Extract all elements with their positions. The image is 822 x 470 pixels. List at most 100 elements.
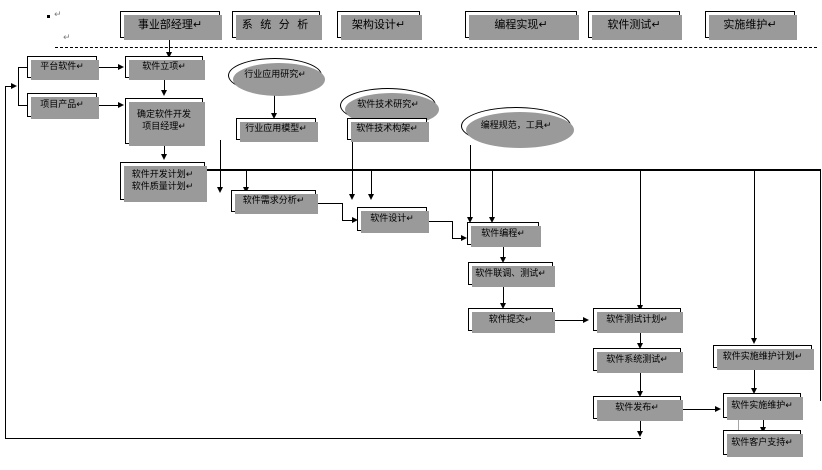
node-software-test-plan[interactable]: 软件测试计划↵ [593,308,683,333]
node-label-line1: 确定软件开发 [136,110,191,120]
node-label: 软件需求分析↵ [242,196,305,206]
ellipse-label: 软件技术研究↵ [357,100,419,110]
arrowhead-submit-to-test-plan [583,316,589,323]
connector-release-to-deploy-maintain [681,409,716,410]
connector-bus-right-riser [820,169,821,401]
arrowhead-requirements-to-design [352,216,358,223]
connector-release-to-feedback-rail [640,419,641,433]
node-platform-software[interactable]: 平台软件↵ [27,56,99,80]
arrowhead-deploy-plan-to-deploy-maintain [751,388,757,394]
connector-init-to-pm [164,78,165,91]
arrowhead-bus-to-coding [489,217,495,223]
connector-pm-to-plan [164,144,165,155]
arrowhead-coding-to-integration [500,257,506,263]
connector-requirements-to-design-h1 [316,203,342,204]
lane-header-label: 架构设计↵ [351,17,406,31]
arrowhead-feedback-in [11,83,17,89]
connector-platform-to-init [97,67,119,68]
node-label: 软件立项↵ [142,62,186,72]
node-integration-test[interactable]: 软件联调、测试↵ [468,262,555,287]
connector-system-test-to-release [640,371,641,393]
connector-plan-distribution-bus [203,169,821,171]
node-deployment-maintenance-plan[interactable]: 软件实施维护计划↵ [713,345,814,370]
node-label-line2: 软件质量计划↵ [131,182,194,192]
connector-test-plan-to-system-test [640,331,641,345]
connector-bus-to-coding [492,171,493,219]
node-software-design[interactable]: 软件设计↵ [357,207,429,233]
node-label: 软件联调、测试↵ [475,268,546,279]
ellipse-coding-standards-tools[interactable]: 编程规范，工具↵ [461,107,574,148]
node-requirements-analysis[interactable]: 软件需求分析↵ [231,190,318,214]
connector-feedback-stub [5,86,13,87]
connector-requirements-to-design-h2 [342,220,353,221]
connector-feedback-bracket [18,67,19,106]
node-label-line1: 软件开发计划↵ [131,170,194,180]
node-software-technology-architecture[interactable]: 软件技术构架↵ [347,118,429,142]
connector-bus-to-requirements [246,171,247,189]
lane-header-system-analysis[interactable]: 系 统 分 析 [232,11,322,40]
node-assign-project-manager[interactable]: 确定软件开发 项目经理↵ [125,98,205,146]
connector-deploy-maintain-grey-stub [738,418,739,432]
lane-header-software-testing[interactable]: 软件测试↵ [588,11,682,40]
node-label: 软件技术构架↵ [356,124,418,134]
connector-integration-to-submit [503,285,504,305]
lane-header-label: 事业部经理↵ [137,17,203,31]
connector-coding-to-integration [503,245,504,259]
connector-industry-research-to-model [274,93,275,115]
arrowhead-pm-to-plan [161,154,167,160]
lane-header-label: 实施维护↵ [723,17,777,31]
ellipse-industry-application-research[interactable]: 行业应用研究↵ [228,58,325,96]
pilcrow-mark-1: ↵ [54,10,62,20]
node-label-line2: 项目经理↵ [142,122,186,132]
connector-design-to-coding-v [452,221,453,238]
arrowhead-design-to-coding [461,234,467,241]
lane-header-label: 系 统 分 析 [241,17,311,31]
connector-architecture-to-design [352,140,353,196]
connector-requirements-to-design-v [342,203,343,220]
node-label: 软件系统测试↵ [606,354,668,365]
node-label: 平台软件↵ [40,62,84,72]
lane-header-programming[interactable]: 编程实现↵ [465,11,579,40]
node-industry-application-model[interactable]: 行业应用模型↵ [236,118,318,142]
lane-header-business-manager[interactable]: 事业部经理↵ [120,11,222,40]
node-customer-support[interactable]: 软件客户支持↵ [723,430,803,457]
connector-feedback-to-product [18,105,28,106]
connector-standards-to-coding [470,145,471,219]
connector-manager-to-init [169,38,170,54]
node-label: 软件发布↵ [615,402,659,413]
connector-deploy-plan-to-deploy-maintain [754,368,755,390]
lane-header-label: 软件测试↵ [607,17,661,31]
node-software-coding[interactable]: 软件编程↵ [467,222,541,247]
node-label: 项目产品↵ [40,100,84,110]
connector-feedback-to-platform [18,67,28,68]
bullet-mark [47,15,50,18]
arrowhead-industry-research-to-model [271,113,277,119]
arrowhead-standards-to-coding [467,217,473,223]
lane-header-architecture-design[interactable]: 架构设计↵ [337,11,422,40]
node-label: 软件测试计划↵ [606,314,668,325]
connector-feedback-bottom-rail [5,438,641,439]
connector-product-to-pm [97,105,119,106]
arrowhead-bus-to-design [368,194,374,200]
node-project-product[interactable]: 项目产品↵ [27,93,99,119]
node-software-project-initiation[interactable]: 软件立项↵ [125,56,205,80]
node-system-test[interactable]: 软件系统测试↵ [593,348,683,373]
connector-model-to-requirements [220,140,221,189]
connector-submit-to-test-plan [553,320,584,321]
node-software-submission[interactable]: 软件提交↵ [468,308,555,333]
arrowhead-system-test-to-release [637,391,643,397]
ellipse-label: 行业应用研究↵ [244,70,306,80]
lane-header-deployment-maintenance[interactable]: 实施维护↵ [705,11,797,40]
connector-bus-to-design [371,171,372,196]
node-label: 行业应用模型↵ [245,124,307,134]
node-deployment-maintenance[interactable]: 软件实施维护↵ [723,393,803,420]
node-label: 软件提交↵ [488,314,533,325]
ellipse-label: 编程规范，工具↵ [480,120,552,131]
node-development-and-quality-plan[interactable]: 软件开发计划↵ 软件质量计划↵ [120,162,207,202]
node-software-release[interactable]: 软件发布↵ [593,396,683,421]
arrowhead-platform-to-init [118,63,124,70]
node-label: 软件实施维护计划↵ [722,351,803,362]
arrowhead-manager-to-init [166,52,172,58]
connector-design-to-coding-h1 [427,221,452,222]
